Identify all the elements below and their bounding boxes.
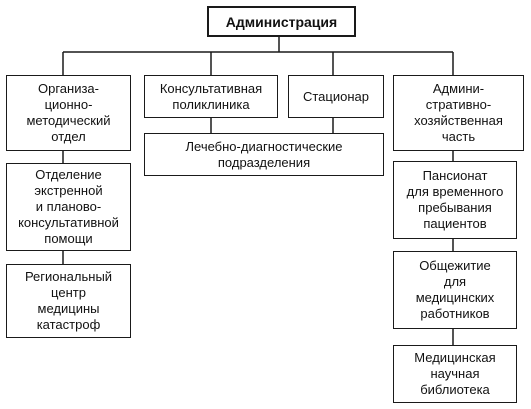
consult-clinic-label: Консультативная поликлиника — [159, 80, 263, 112]
treatment-diag-label: Лечебно-диагностические подразделения — [185, 138, 343, 170]
consult-clinic-box: Консультативная поликлиника — [144, 75, 278, 118]
hospital-label: Стационар — [302, 88, 369, 104]
library-label: Медицинская научная библиотека — [414, 350, 496, 397]
admin-label: Администрация — [225, 13, 338, 30]
admin-household-box: Админи- стративно- хозяйственная часть — [393, 75, 524, 151]
emergency-dept-box: Отделение экстренной и планово- консульт… — [6, 163, 131, 251]
org-method-box: Организа- ционно- методический отдел — [6, 75, 131, 151]
dormitory-box: Общежитие для медицинских работников — [393, 251, 517, 329]
disaster-center-label: Региональный центр медицины катастроф — [24, 269, 113, 332]
emergency-dept-label: Отделение экстренной и планово- консульт… — [18, 167, 119, 246]
library-box: Медицинская научная библиотека — [393, 345, 517, 403]
dormitory-label: Общежитие для медицинских работников — [415, 258, 495, 321]
org-method-label: Организа- ционно- методический отдел — [26, 81, 111, 144]
admin-box: Администрация — [207, 6, 356, 37]
admin-household-label: Админи- стративно- хозяйственная часть — [414, 81, 503, 144]
pension-box: Пансионат для временного пребывания паци… — [393, 161, 517, 239]
hospital-box: Стационар — [288, 75, 384, 118]
disaster-center-box: Региональный центр медицины катастроф — [6, 264, 131, 338]
treatment-diag-box: Лечебно-диагностические подразделения — [144, 133, 384, 176]
pension-label: Пансионат для временного пребывания паци… — [406, 168, 504, 231]
